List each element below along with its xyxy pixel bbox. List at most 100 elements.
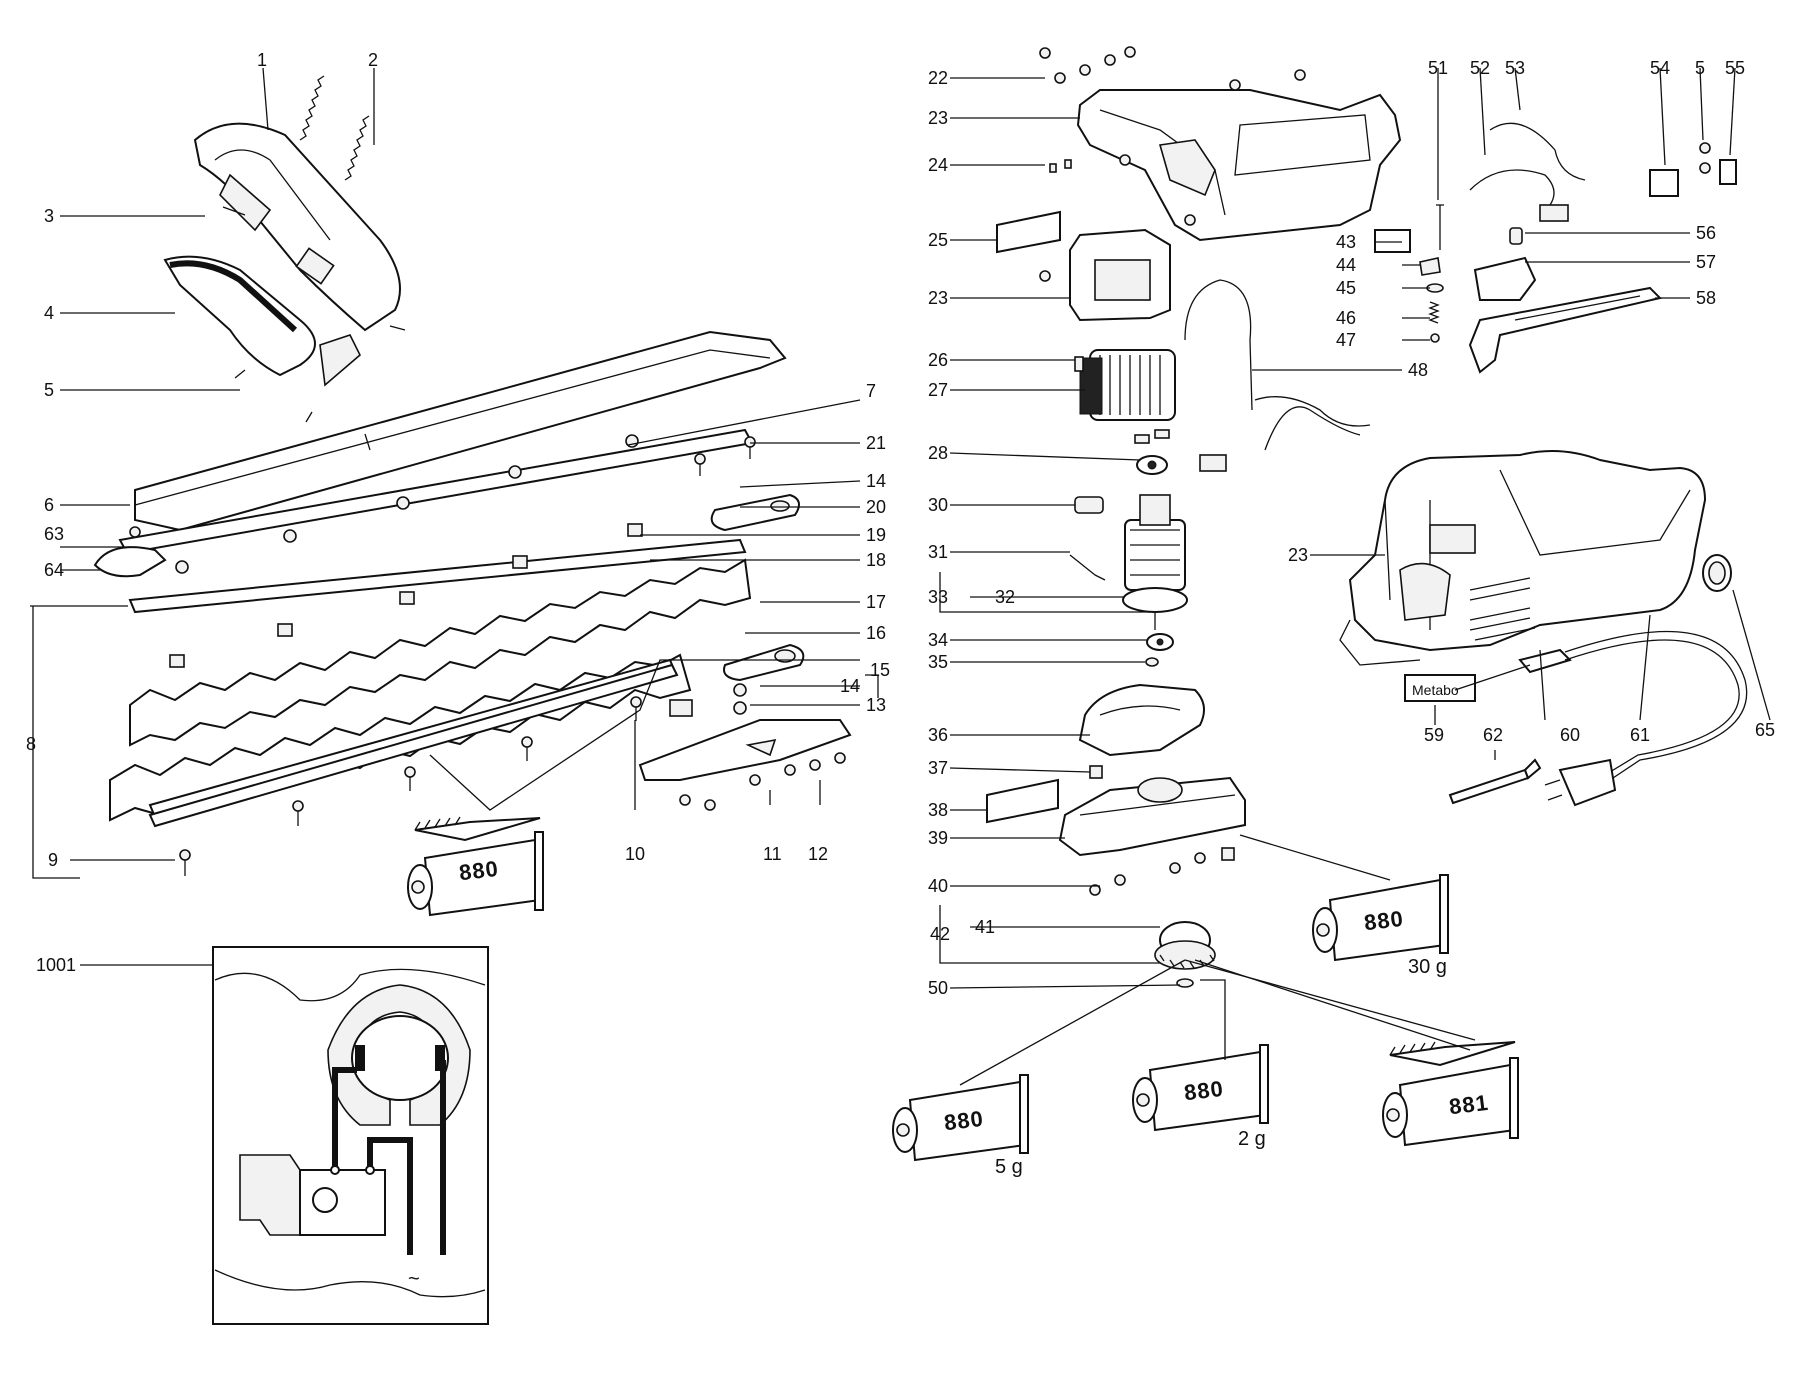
part-label: 41: [975, 917, 995, 937]
hex-key: [1448, 758, 1542, 805]
part-label: 15: [870, 660, 890, 680]
armature: [1122, 494, 1188, 630]
wiring-diagram-panel: ~: [212, 946, 489, 1325]
assembled-housing: [1339, 450, 1707, 666]
part-label: 11: [763, 844, 782, 864]
part-label: 2: [368, 50, 378, 70]
part-label: 22: [928, 68, 948, 88]
nut-set: [169, 434, 693, 717]
part-label: 4: [44, 303, 54, 323]
part-label: 65: [1755, 720, 1775, 740]
cutting-blade-upper: [129, 558, 752, 747]
part-label: 36: [928, 725, 948, 745]
part-label: 20: [866, 497, 886, 517]
part-label: 19: [866, 525, 886, 545]
part-label: 23: [1288, 545, 1308, 565]
part-label: 5: [44, 380, 54, 400]
part-label: 13: [866, 695, 886, 715]
part-label: 30: [928, 495, 948, 515]
part-label: 14: [866, 471, 886, 491]
part-label: 37: [928, 758, 948, 778]
grease-brush: [414, 816, 541, 842]
field-coil: [1079, 349, 1176, 421]
part-label: 61: [1630, 725, 1650, 745]
leader-lines: [30, 67, 1771, 1086]
part-label: 14: [840, 676, 860, 696]
part-label: 50: [928, 978, 948, 998]
drive-gear: [1154, 921, 1216, 988]
screw-set: [129, 206, 846, 876]
ac-symbol: ~: [408, 1268, 420, 1290]
part-label: 3: [44, 206, 54, 226]
part-label: 55: [1725, 58, 1745, 78]
switch-parts: [1374, 122, 1737, 374]
power-cable: [1454, 630, 1748, 807]
part-label: 33: [928, 587, 948, 607]
housing-half: [1076, 89, 1402, 242]
part-label: 62: [1483, 725, 1503, 745]
part-label: 51: [1428, 58, 1448, 78]
grease-tube-880-5g: 880 5 g: [892, 1074, 1029, 1178]
connection-cable: [1184, 279, 1371, 451]
part-label: 59: [1424, 725, 1444, 745]
part-label: 34: [928, 630, 948, 650]
grease-tube-881: 881: [1382, 1057, 1519, 1147]
part-label: 46: [1336, 308, 1356, 328]
part-label: 64: [44, 560, 64, 580]
part-label: 8: [26, 734, 36, 754]
part-label: 9: [48, 850, 58, 870]
part-label: 52: [1470, 58, 1490, 78]
grease-tube-880-30g: 880 30 g: [1312, 874, 1449, 978]
handle-guard: [193, 122, 401, 332]
gearbox-cover: [1078, 683, 1205, 757]
part-label: 12: [808, 844, 828, 864]
part-label: 38: [928, 800, 948, 820]
bearing-set: [1069, 356, 1227, 667]
part-label: 23: [928, 288, 948, 308]
part-label: 63: [44, 524, 64, 544]
gear-plate: [638, 719, 852, 781]
blade-cover: [134, 330, 787, 532]
part-label: 42: [930, 924, 950, 944]
part-label: 44: [1336, 255, 1356, 275]
part-label: 45: [1336, 278, 1356, 298]
part-label: 10: [625, 844, 645, 864]
tube-code-label: 881: [1448, 1090, 1490, 1120]
tube-code-label: 880: [1183, 1076, 1225, 1106]
part-label: 54: [1650, 58, 1670, 78]
part-label: 7: [866, 381, 876, 401]
part-label: 18: [866, 550, 886, 570]
part-label: 16: [866, 623, 886, 643]
part-label: 17: [866, 592, 886, 612]
tube-quantity-label: 5 g: [995, 1156, 1023, 1178]
part-label: 47: [1336, 330, 1356, 350]
tube-quantity-label: 30 g: [1408, 956, 1447, 978]
lower-blade-strip: [148, 663, 679, 828]
part-label: 43: [1336, 232, 1356, 252]
brand-plate: Metabo: [1404, 674, 1476, 702]
part-label: 21: [866, 433, 886, 453]
grease-tube-880-2g: 880 2 g: [1132, 1044, 1269, 1150]
part-label: 39: [928, 828, 948, 848]
grease-brush-right: [1389, 1041, 1516, 1067]
part-label: 24: [928, 155, 948, 175]
cable-grommet: [1702, 554, 1732, 592]
part-label: 58: [1696, 288, 1716, 308]
cam-plate: [710, 493, 800, 532]
part-label: 25: [928, 230, 948, 250]
rating-label-plate: [986, 210, 1061, 824]
part-label: 48: [1408, 360, 1428, 380]
blade-clip: [93, 546, 167, 578]
part-label: 1001: [36, 955, 76, 975]
part-label: 31: [928, 542, 948, 562]
part-label: 23: [928, 108, 948, 128]
tube-code-label: 880: [458, 856, 500, 886]
part-label: 40: [928, 876, 948, 896]
part-number-labels: 1 2 3 4 5 6 7 8 9 10 11 12 13 14 14 15 1…: [26, 50, 1775, 998]
part-label: 53: [1505, 58, 1525, 78]
housing-screws: [1039, 46, 1306, 896]
tube-code-label: 880: [943, 1106, 985, 1136]
brand-plate-text: Metabo: [1412, 682, 1459, 698]
hand-guard: [163, 255, 361, 387]
